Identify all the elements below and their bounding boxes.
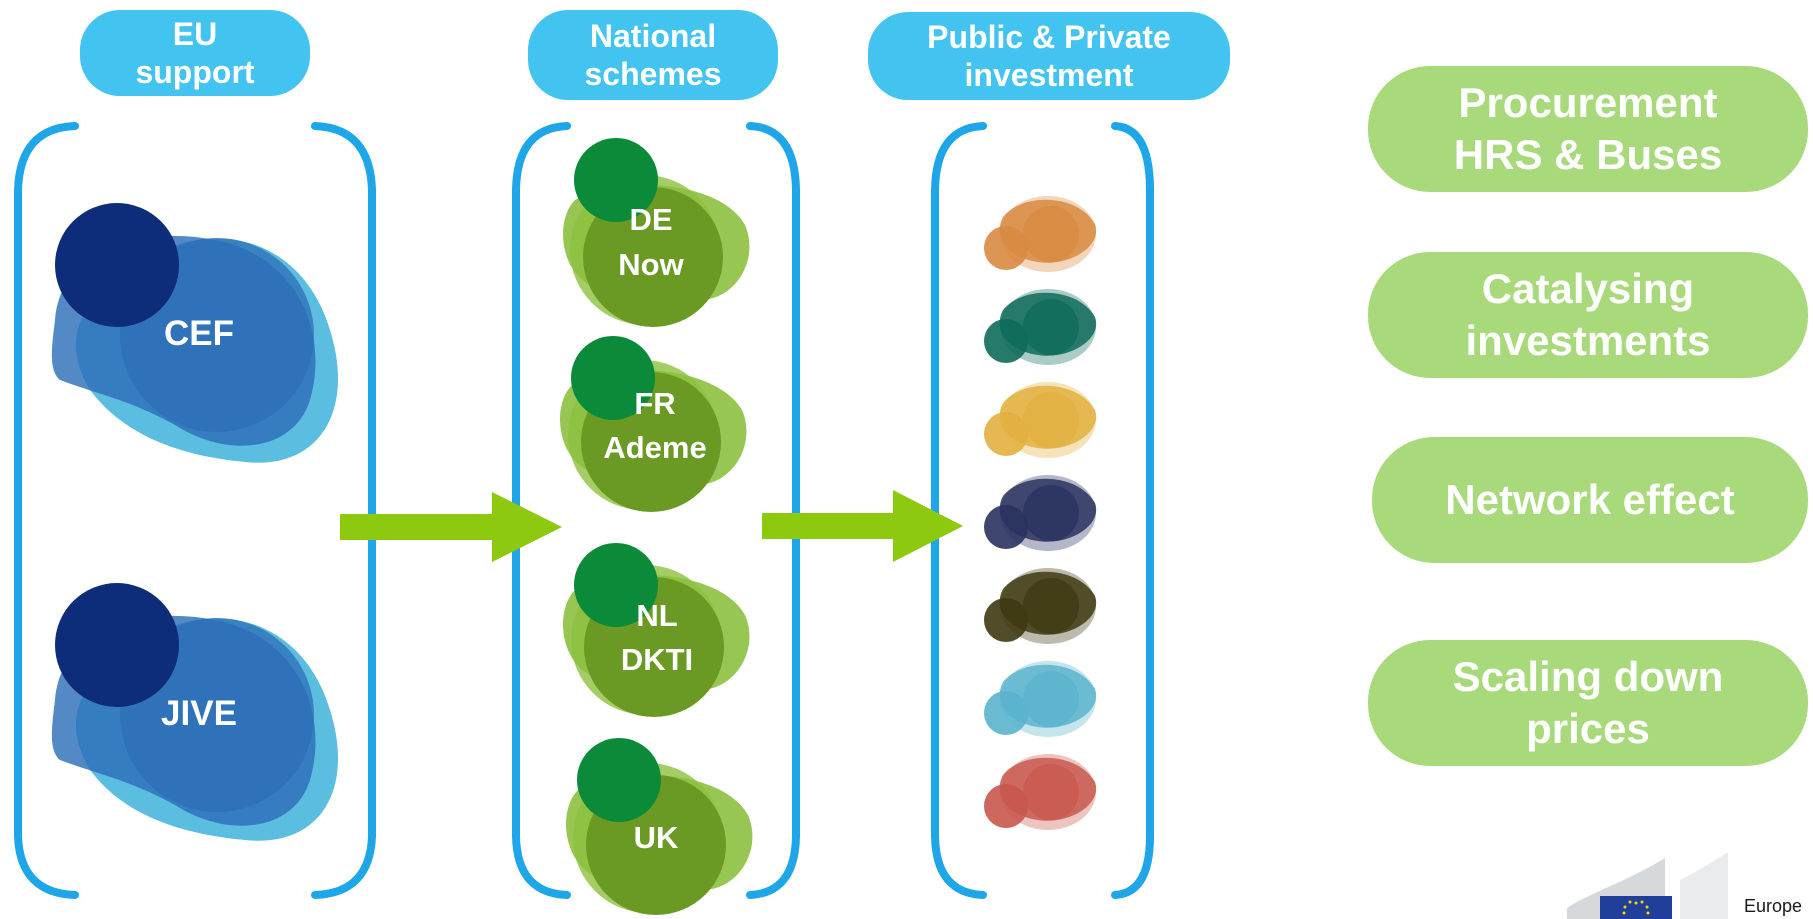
national-blob-de: DE Now — [563, 138, 750, 327]
outcome-network-effect-line1: Network effect — [1445, 476, 1735, 523]
national-blob-fr: FR Ademe — [560, 336, 747, 512]
outcome-procurement: Procurement HRS & Buses — [1368, 66, 1808, 192]
cef-label: CEF — [164, 314, 234, 353]
national-label-fr-line2: Ademe — [603, 430, 706, 465]
header-investment-line2: investment — [964, 57, 1134, 93]
arrow-eu-to-national — [340, 492, 562, 562]
arrow-national-to-investment — [762, 490, 963, 562]
national-blob-nl: NL DKTI — [563, 543, 750, 717]
investment-blob-7 — [984, 754, 1097, 830]
outcome-scaling-down-line1: Scaling down — [1452, 653, 1724, 700]
header-eu-support-line2: support — [135, 54, 255, 90]
header-national-schemes: National schemes — [528, 10, 778, 100]
outcome-scaling-down: Scaling down prices — [1368, 640, 1808, 766]
outcome-catalysing-line2: investments — [1465, 317, 1711, 364]
investment-blob-6 — [984, 661, 1097, 737]
investment-blob-5 — [984, 568, 1097, 644]
eu-logo-text: Europe — [1744, 896, 1803, 916]
cef-blob: CEF — [51, 203, 339, 463]
outcome-scaling-down-line2: prices — [1526, 705, 1650, 752]
national-blob-uk: UK — [566, 738, 753, 915]
outcome-network-effect: Network effect — [1372, 437, 1808, 563]
national-label-de-line2: Now — [618, 247, 684, 282]
eu-commission-logo — [1567, 852, 1728, 919]
national-label-uk: UK — [634, 820, 679, 855]
outcome-catalysing: Catalysing investments — [1368, 252, 1808, 378]
header-investment-line1: Public & Private — [927, 19, 1171, 55]
jive-blob: JIVE — [51, 583, 339, 841]
header-national-schemes-line2: schemes — [584, 56, 722, 92]
investment-blob-3 — [984, 382, 1097, 458]
national-label-de-line1: DE — [629, 202, 672, 237]
investment-blob-4 — [984, 475, 1097, 551]
national-label-nl-line1: NL — [636, 598, 677, 633]
investment-blob-2 — [984, 289, 1097, 365]
investment-blob-1 — [984, 196, 1097, 272]
header-national-schemes-line1: National — [589, 18, 717, 54]
header-eu-support-line1: EU — [172, 16, 218, 52]
eu-bracket — [14, 122, 376, 899]
header-investment: Public & Private investment — [868, 12, 1230, 100]
outcome-procurement-line1: Procurement — [1458, 79, 1718, 126]
header-eu-support: EU support — [80, 10, 310, 96]
investment-blobs — [984, 196, 1097, 830]
jive-label: JIVE — [161, 694, 237, 733]
outcome-procurement-line2: HRS & Buses — [1453, 131, 1723, 178]
national-label-nl-line2: DKTI — [621, 642, 693, 677]
outcome-catalysing-line1: Catalysing — [1481, 265, 1695, 312]
national-label-fr-line1: FR — [634, 386, 675, 421]
